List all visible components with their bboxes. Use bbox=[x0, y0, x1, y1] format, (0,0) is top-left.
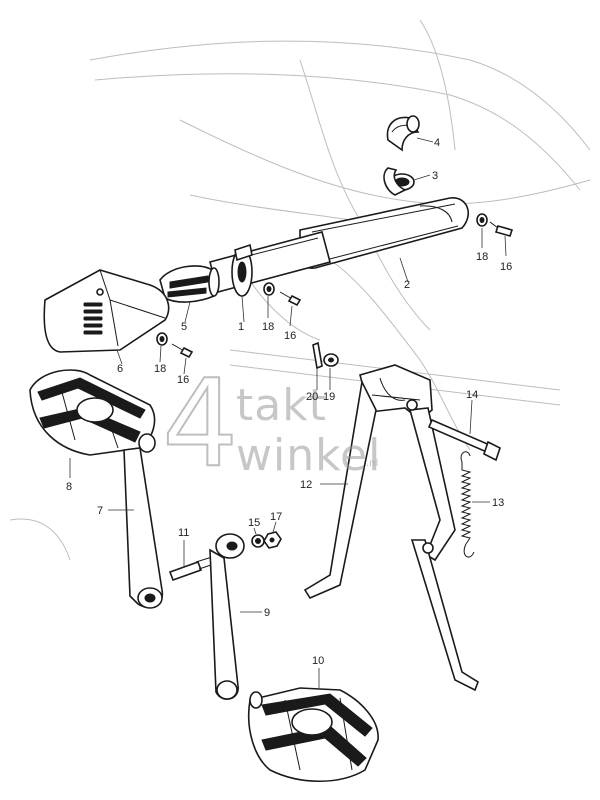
callout-15: 15 bbox=[248, 517, 260, 529]
callout-16-right: 16 bbox=[500, 261, 512, 273]
leader-lines bbox=[69, 137, 507, 688]
part-1-exhaust-pipe bbox=[209, 231, 331, 297]
part-15-washer bbox=[251, 534, 265, 548]
part-14-stand-bolt bbox=[427, 418, 501, 462]
part-7-crank-arm-left bbox=[123, 447, 164, 609]
part-5-pipe-joint bbox=[159, 265, 220, 303]
part-6-heat-shield bbox=[43, 269, 170, 353]
callout-7: 7 bbox=[97, 505, 103, 517]
callout-10: 10 bbox=[312, 655, 324, 667]
callout-18-right: 18 bbox=[476, 251, 488, 263]
part-12-center-stand bbox=[303, 364, 479, 692]
callout-6: 6 bbox=[117, 363, 123, 375]
callout-18-middle: 18 bbox=[262, 321, 274, 333]
part-19-washer bbox=[323, 353, 339, 367]
callout-4: 4 bbox=[434, 137, 440, 149]
callout-3: 3 bbox=[432, 170, 438, 182]
callout-16-left: 16 bbox=[177, 374, 189, 386]
part-13-spring bbox=[460, 451, 475, 558]
callout-1: 1 bbox=[238, 321, 244, 333]
callout-19: 19 bbox=[323, 391, 335, 403]
watermark-logo: 4 takt winkel .nl bbox=[161, 354, 381, 495]
part-11-cotter-pin bbox=[168, 556, 215, 582]
part-17-nut bbox=[263, 531, 282, 549]
callout-8: 8 bbox=[66, 481, 72, 493]
callout-labels: 4 3 2 1 5 6 18 16 18 16 18 16 20 19 14 1… bbox=[66, 137, 512, 667]
part-4-elbow-pipe bbox=[386, 115, 420, 152]
washer-bolt-set-right bbox=[476, 213, 514, 237]
callout-11: 11 bbox=[178, 527, 189, 539]
callout-18-left: 18 bbox=[154, 363, 166, 375]
callout-17: 17 bbox=[270, 511, 282, 523]
callout-9: 9 bbox=[264, 607, 270, 619]
watermark-digit: 4 bbox=[162, 355, 238, 494]
part-10-pedal-right bbox=[247, 687, 379, 782]
part-3-gasket bbox=[383, 167, 415, 196]
watermark-line2: winkel bbox=[236, 430, 381, 481]
callout-5: 5 bbox=[181, 321, 187, 333]
part-20-pin bbox=[312, 341, 323, 370]
part-9-crank-arm-right bbox=[209, 533, 245, 700]
watermark-line1: takt bbox=[236, 380, 327, 431]
watermark-suffix: .nl bbox=[366, 458, 378, 469]
callout-14: 14 bbox=[466, 389, 478, 401]
callout-16-middle: 16 bbox=[284, 330, 296, 342]
callout-12: 12 bbox=[300, 479, 312, 491]
washer-bolt-set-left bbox=[156, 332, 194, 359]
callout-13: 13 bbox=[492, 497, 504, 509]
part-8-pedal-left bbox=[29, 369, 156, 456]
heat-shield-vents bbox=[83, 302, 103, 335]
callout-2: 2 bbox=[404, 279, 410, 291]
callout-20: 20 bbox=[306, 391, 318, 403]
washer-bolt-set-middle bbox=[263, 282, 302, 307]
